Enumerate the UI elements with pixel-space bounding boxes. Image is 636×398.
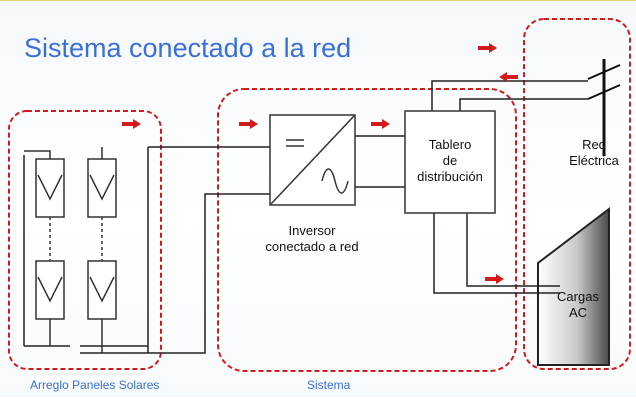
ac-sine-icon	[321, 168, 349, 194]
distribution-board-box	[404, 110, 496, 214]
arrow-right-icon	[239, 119, 258, 129]
panels-region-border	[8, 110, 162, 370]
panel-dashed-links	[49, 217, 103, 261]
loads-label: Cargas AC	[557, 289, 599, 320]
solar-panel-icon	[35, 158, 65, 218]
solar-panels	[35, 158, 117, 320]
page-title: Sistema conectado a la red	[24, 33, 352, 63]
system-region-border	[217, 88, 517, 372]
panels-region-label: Arreglo Paneles Solares	[30, 378, 160, 392]
arrow-right-icon	[122, 119, 141, 129]
system-region-label: Sistema	[307, 378, 351, 392]
solar-panel-icon	[87, 158, 117, 218]
flow-arrows	[122, 43, 518, 284]
solar-panel-icon	[87, 260, 117, 320]
arrow-right-icon	[478, 43, 497, 53]
distribution-board-label: Tablero de distribución	[417, 137, 483, 184]
solar-panel-icon	[35, 260, 65, 320]
arrow-right-icon	[485, 274, 504, 284]
inverter-label: Inversor conectado a red	[265, 223, 359, 254]
arrow-left-icon	[499, 72, 518, 82]
house-shape	[537, 206, 610, 366]
panel-series-links	[24, 147, 103, 353]
grid-region-border	[523, 18, 631, 370]
wiring	[23, 80, 588, 354]
utility-pole-icon	[587, 59, 621, 156]
dc-symbol-icon	[286, 139, 304, 147]
inverter-box	[269, 114, 356, 206]
arrow-right-icon	[371, 119, 390, 129]
grid-label: Red Eléctrica	[569, 137, 619, 168]
